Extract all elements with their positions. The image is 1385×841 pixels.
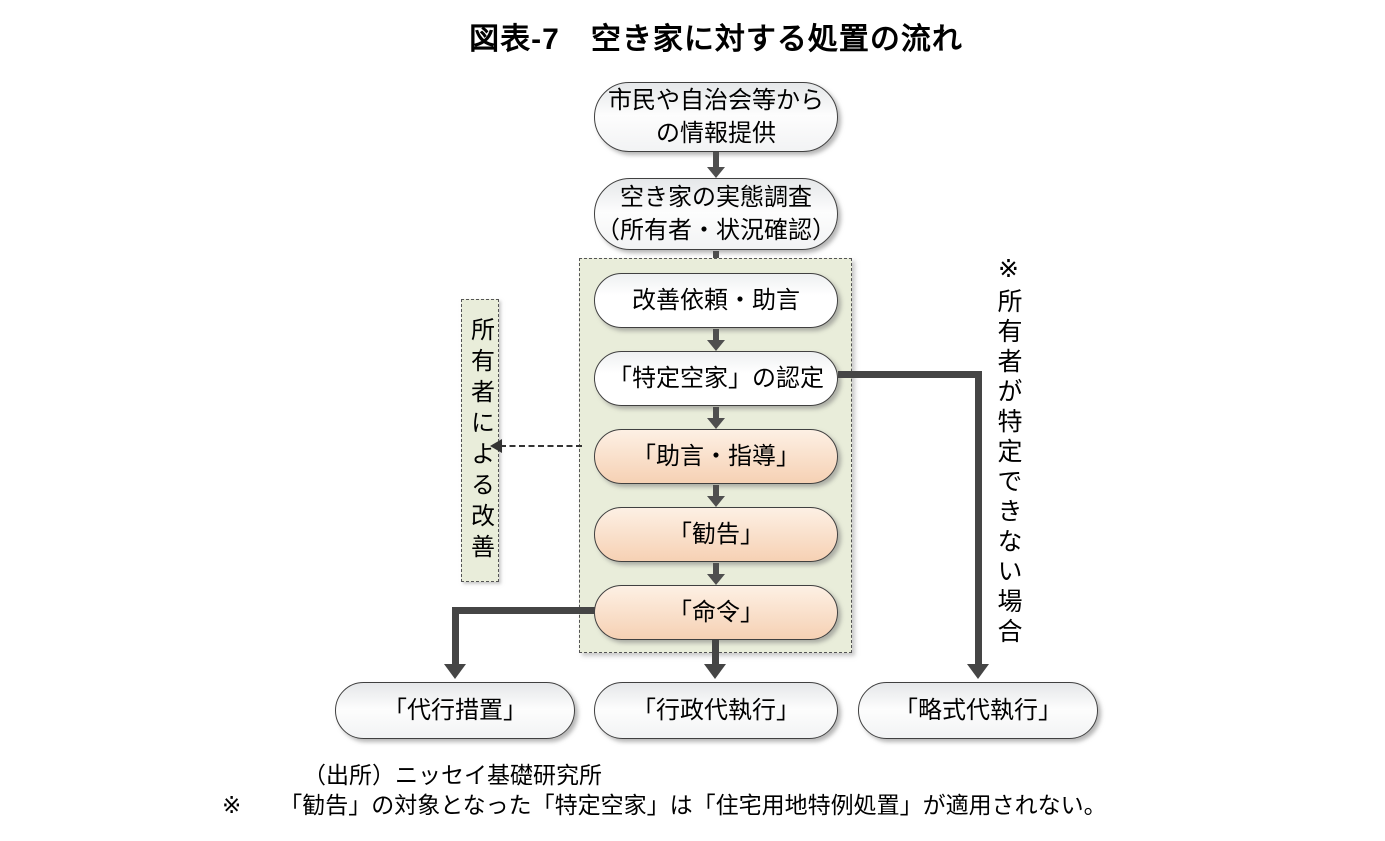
node-designation: 「特定空家」の認定 xyxy=(594,351,838,406)
arrow-recommendation-to-order xyxy=(707,563,725,585)
arrow-guidance-to-recommendation xyxy=(707,485,725,507)
arrowhead-summary-execution-icon xyxy=(967,664,989,679)
arrow-info-to-survey xyxy=(707,152,725,178)
remark-text: 「勧告」の対象となった「特定空家」は「住宅用地特例処置」が適用されない。 xyxy=(279,792,1107,818)
dashed-line-owner-improvement xyxy=(500,445,582,447)
arrowhead-proxy-measure-icon xyxy=(444,664,466,679)
node-proxy-measure: 「代行措置」 xyxy=(335,682,575,739)
arrow-advice-to-designation xyxy=(707,329,725,351)
connector-order-left-vertical xyxy=(452,607,459,665)
node-info-source: 市民や自治会等から の情報提供 xyxy=(594,82,838,152)
connector-designation-right-vertical xyxy=(975,371,982,665)
connector-order-left-horizontal xyxy=(452,607,595,614)
connector-order-down-vertical xyxy=(712,640,719,665)
connector-designation-right-horizontal xyxy=(838,371,982,378)
node-recommendation: 「勧告」 xyxy=(594,507,838,562)
node-guidance: 「助言・指導」 xyxy=(594,429,838,484)
node-summary-execution: 「略式代執行」 xyxy=(858,682,1098,739)
arrowhead-administrative-execution-icon xyxy=(704,664,726,679)
arrow-designation-to-guidance xyxy=(707,407,725,429)
dashed-arrowhead-left-icon xyxy=(490,439,502,453)
source-note: （出所）ニッセイ基礎研究所 xyxy=(303,762,602,788)
owner-improvement-label: 所有者による改善 xyxy=(461,299,499,582)
remark-note: ※ 「勧告」の対象となった「特定空家」は「住宅用地特例処置」が適用されない。 xyxy=(222,786,1107,820)
node-survey: 空き家の実態調査 （所有者・状況確認） xyxy=(594,178,838,250)
node-administrative-execution: 「行政代執行」 xyxy=(594,682,838,739)
diagram-title: 図表-7 空き家に対する処置の流れ xyxy=(469,23,963,56)
owner-unknown-label: ※所有者が特定できない場合 xyxy=(994,254,1022,648)
node-improvement-advice: 改善依頼・助言 xyxy=(594,273,838,328)
node-order: 「命令」 xyxy=(594,585,838,640)
remark-mark: ※ xyxy=(222,792,242,818)
